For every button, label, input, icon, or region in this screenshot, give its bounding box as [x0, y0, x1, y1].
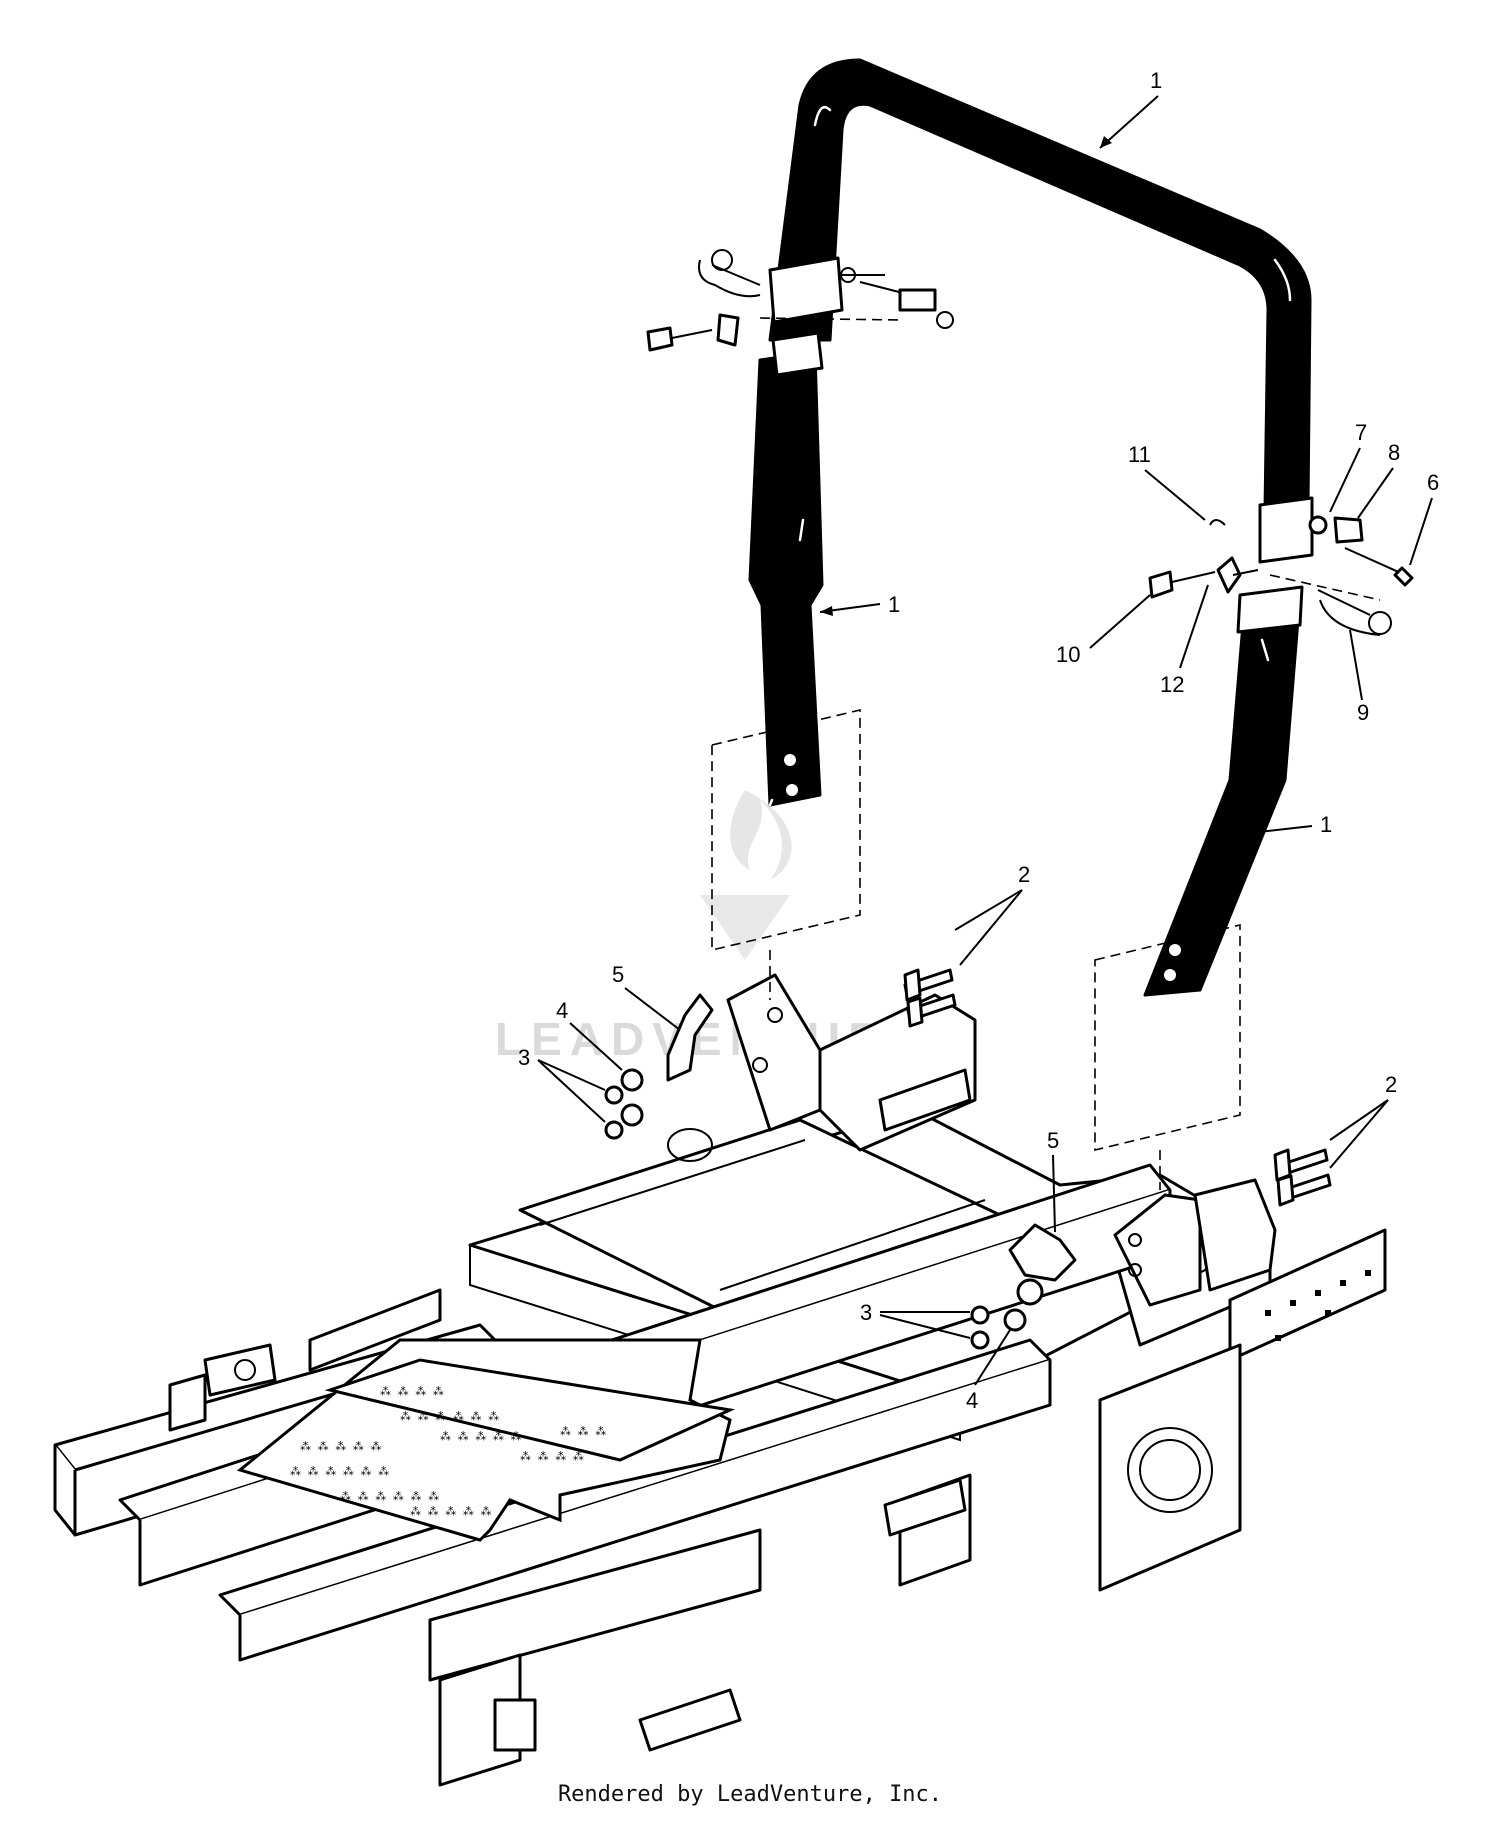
callout-8: 8: [1388, 440, 1400, 465]
callout-7: 7: [1355, 420, 1367, 445]
callout-6: 6: [1427, 470, 1439, 495]
foot-plate: ⁂ ⁂ ⁂ ⁂ ⁂ ⁂ ⁂ ⁂ ⁂ ⁂ ⁂ ⁂ ⁂ ⁂ ⁂ ⁂ ⁂ ⁂ ⁂ ⁂ …: [236, 1338, 736, 1542]
roll-bar-upper-hoop: [768, 58, 1312, 512]
callout-1-right: 1: [1320, 812, 1332, 837]
flame-logo-icon: [730, 790, 792, 880]
svg-text:⁂ ⁂ ⁂ ⁂: ⁂ ⁂ ⁂ ⁂: [380, 1385, 444, 1398]
svg-text:⁂ ⁂ ⁂ ⁂ ⁂: ⁂ ⁂ ⁂ ⁂ ⁂: [410, 1505, 492, 1518]
hinge-upper-left: [768, 256, 844, 324]
roll-bar-right-leg: [1143, 593, 1302, 997]
right-hinge-hardware: [1148, 515, 1414, 636]
svg-text:⁂ ⁂ ⁂ ⁂: ⁂ ⁂ ⁂ ⁂: [520, 1450, 584, 1463]
svg-text:⁂ ⁂ ⁂ ⁂ ⁂ ⁂: ⁂ ⁂ ⁂ ⁂ ⁂ ⁂: [400, 1410, 499, 1423]
callout-12: 12: [1160, 672, 1184, 697]
hinge-lower-right: [1236, 585, 1304, 634]
svg-text:⁂ ⁂ ⁂ ⁂ ⁂: ⁂ ⁂ ⁂ ⁂ ⁂: [300, 1440, 382, 1453]
left-hinge-hardware: [646, 249, 954, 352]
callout-3-left: 3: [518, 1045, 530, 1070]
latch-right: [1008, 1223, 1077, 1282]
callout-5-right: 5: [1047, 1128, 1059, 1153]
hinge-upper-right: [1258, 496, 1314, 564]
callout-1-top: 1: [1150, 68, 1162, 93]
footer-credit: Rendered by LeadVenture, Inc.: [557, 1782, 943, 1807]
hinge-lower-left: [771, 331, 824, 377]
right-rops-mount: [1113, 1178, 1277, 1307]
callout-1-left: 1: [888, 592, 900, 617]
callout-3-right: 3: [860, 1300, 872, 1325]
callout-2-lower: 2: [1385, 1072, 1397, 1097]
foot-plate-holes: ⁂ ⁂ ⁂ ⁂ ⁂ ⁂ ⁂ ⁂ ⁂ ⁂ ⁂ ⁂ ⁂ ⁂ ⁂ ⁂ ⁂ ⁂ ⁂ ⁂ …: [290, 1385, 606, 1518]
left-rops-mount: [726, 973, 977, 1152]
left-fasteners: [604, 968, 957, 1140]
callouts: 1 1 1 2 2 3 3 4 4 5 5: [518, 68, 1439, 1413]
callout-9: 9: [1357, 700, 1369, 725]
callout-5-left: 5: [612, 962, 624, 987]
svg-text:⁂ ⁂ ⁂ ⁂ ⁂: ⁂ ⁂ ⁂ ⁂ ⁂: [440, 1430, 522, 1443]
latch-left: [666, 993, 714, 1082]
right-fasteners: [970, 1148, 1332, 1350]
callout-10: 10: [1056, 642, 1080, 667]
svg-text:⁂ ⁂ ⁂: ⁂ ⁂ ⁂: [560, 1425, 606, 1438]
callout-2-upper: 2: [1018, 862, 1030, 887]
roll-bar-left-leg: [748, 350, 824, 807]
callout-4-right: 4: [966, 1388, 978, 1413]
callout-11: 11: [1128, 442, 1151, 467]
callout-4-left: 4: [556, 998, 568, 1023]
svg-text:⁂ ⁂ ⁂ ⁂ ⁂ ⁂: ⁂ ⁂ ⁂ ⁂ ⁂ ⁂: [290, 1465, 389, 1478]
svg-text:⁂ ⁂ ⁂ ⁂ ⁂ ⁂: ⁂ ⁂ ⁂ ⁂ ⁂ ⁂: [340, 1490, 439, 1503]
v-logo-icon: [700, 895, 790, 960]
roll-bar: [748, 58, 1314, 997]
handle-knob-icon: [1148, 570, 1174, 599]
